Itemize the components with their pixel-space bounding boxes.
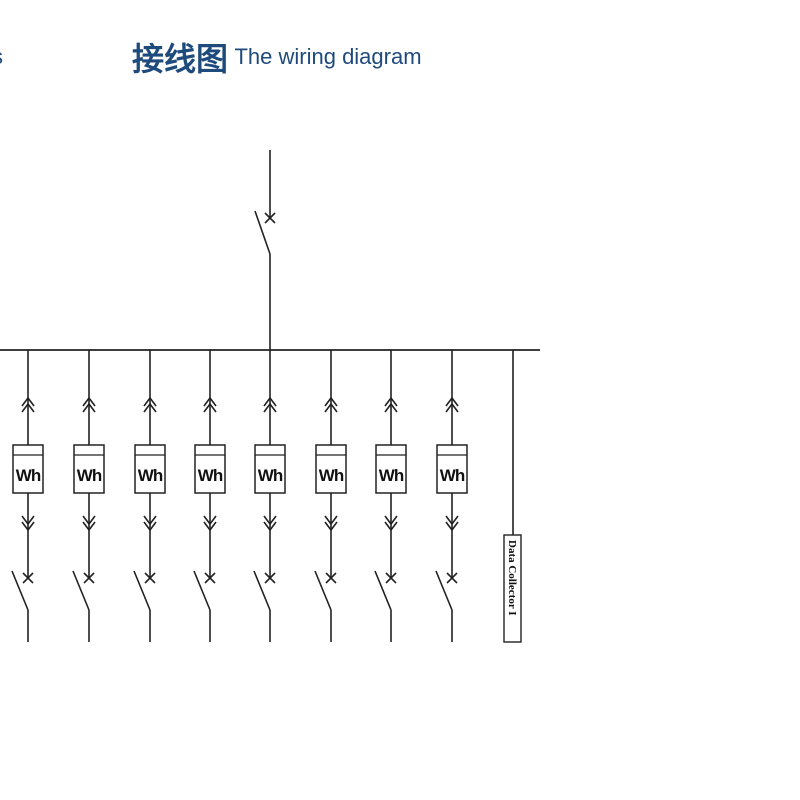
chevron-up-icon bbox=[82, 396, 96, 413]
energy-meter: Wh bbox=[73, 444, 105, 494]
meter-label: Wh bbox=[16, 466, 41, 485]
switch-x-icon bbox=[83, 572, 95, 584]
switch-blade bbox=[72, 570, 90, 611]
title-chinese: 接线图 bbox=[132, 40, 229, 78]
feeder-5: Wh bbox=[253, 350, 286, 642]
switch-blade bbox=[253, 570, 271, 611]
energy-meter: Wh bbox=[254, 444, 286, 494]
chevron-up-icon bbox=[384, 396, 398, 413]
chevron-down-icon bbox=[203, 515, 217, 532]
title-english: The wiring diagram bbox=[234, 44, 422, 69]
chevron-down-icon bbox=[445, 515, 459, 532]
meter-label: Wh bbox=[319, 466, 344, 485]
meter-label: Wh bbox=[258, 466, 283, 485]
switch-blade bbox=[435, 570, 453, 611]
data-collector: Data Collector I bbox=[503, 350, 522, 643]
meter-label: Wh bbox=[440, 466, 465, 485]
chevron-down-icon bbox=[324, 515, 338, 532]
switch-blade bbox=[374, 570, 392, 611]
switch-blade bbox=[314, 570, 332, 611]
page-title: 接线图 The wiring diagram bbox=[132, 34, 422, 80]
switch-x-icon bbox=[22, 572, 34, 584]
switch-x-icon bbox=[204, 572, 216, 584]
energy-meter: Wh bbox=[12, 444, 44, 494]
incoming-feeder bbox=[254, 150, 276, 350]
meter-label: Wh bbox=[379, 466, 404, 485]
chevron-up-icon bbox=[445, 396, 459, 413]
switch-blade bbox=[133, 570, 151, 611]
feeder-8: Wh bbox=[435, 350, 468, 642]
switch-x-icon bbox=[264, 572, 276, 584]
meter-label: Wh bbox=[198, 466, 223, 485]
energy-meter: Wh bbox=[315, 444, 347, 494]
data-collector-label: Data Collector I bbox=[506, 540, 518, 616]
chevron-up-icon bbox=[203, 396, 217, 413]
chevron-down-icon bbox=[143, 515, 157, 532]
energy-meter: Wh bbox=[134, 444, 166, 494]
switch-blade bbox=[11, 570, 29, 611]
feeder-3: Wh bbox=[133, 350, 166, 642]
energy-meter: Wh bbox=[436, 444, 468, 494]
feeder-2: Wh bbox=[72, 350, 105, 642]
switch-x-icon bbox=[144, 572, 156, 584]
switch-x-icon bbox=[446, 572, 458, 584]
feeder-1: Wh bbox=[11, 350, 44, 642]
switch-blade bbox=[193, 570, 211, 611]
energy-meter: Wh bbox=[194, 444, 226, 494]
clipped-heading-text: s bbox=[0, 44, 3, 70]
data-collector-box bbox=[503, 534, 522, 643]
chevron-up-icon bbox=[143, 396, 157, 413]
chevron-up-icon bbox=[324, 396, 338, 413]
chevron-down-icon bbox=[82, 515, 96, 532]
meter-label: Wh bbox=[138, 466, 163, 485]
chevron-up-icon bbox=[21, 396, 35, 413]
chevron-down-icon bbox=[21, 515, 35, 532]
chevron-down-icon bbox=[384, 515, 398, 532]
main-switch-x-icon bbox=[264, 212, 276, 224]
feeder-7: Wh bbox=[374, 350, 407, 642]
meter-label: Wh bbox=[77, 466, 102, 485]
energy-meter: Wh bbox=[375, 444, 407, 494]
chevron-up-icon bbox=[263, 396, 277, 413]
feeder-4: Wh bbox=[193, 350, 226, 642]
chevron-down-icon bbox=[263, 515, 277, 532]
switch-x-icon bbox=[325, 572, 337, 584]
feeder-6: Wh bbox=[314, 350, 347, 642]
switch-x-icon bbox=[385, 572, 397, 584]
main-switch-blade bbox=[254, 210, 271, 255]
